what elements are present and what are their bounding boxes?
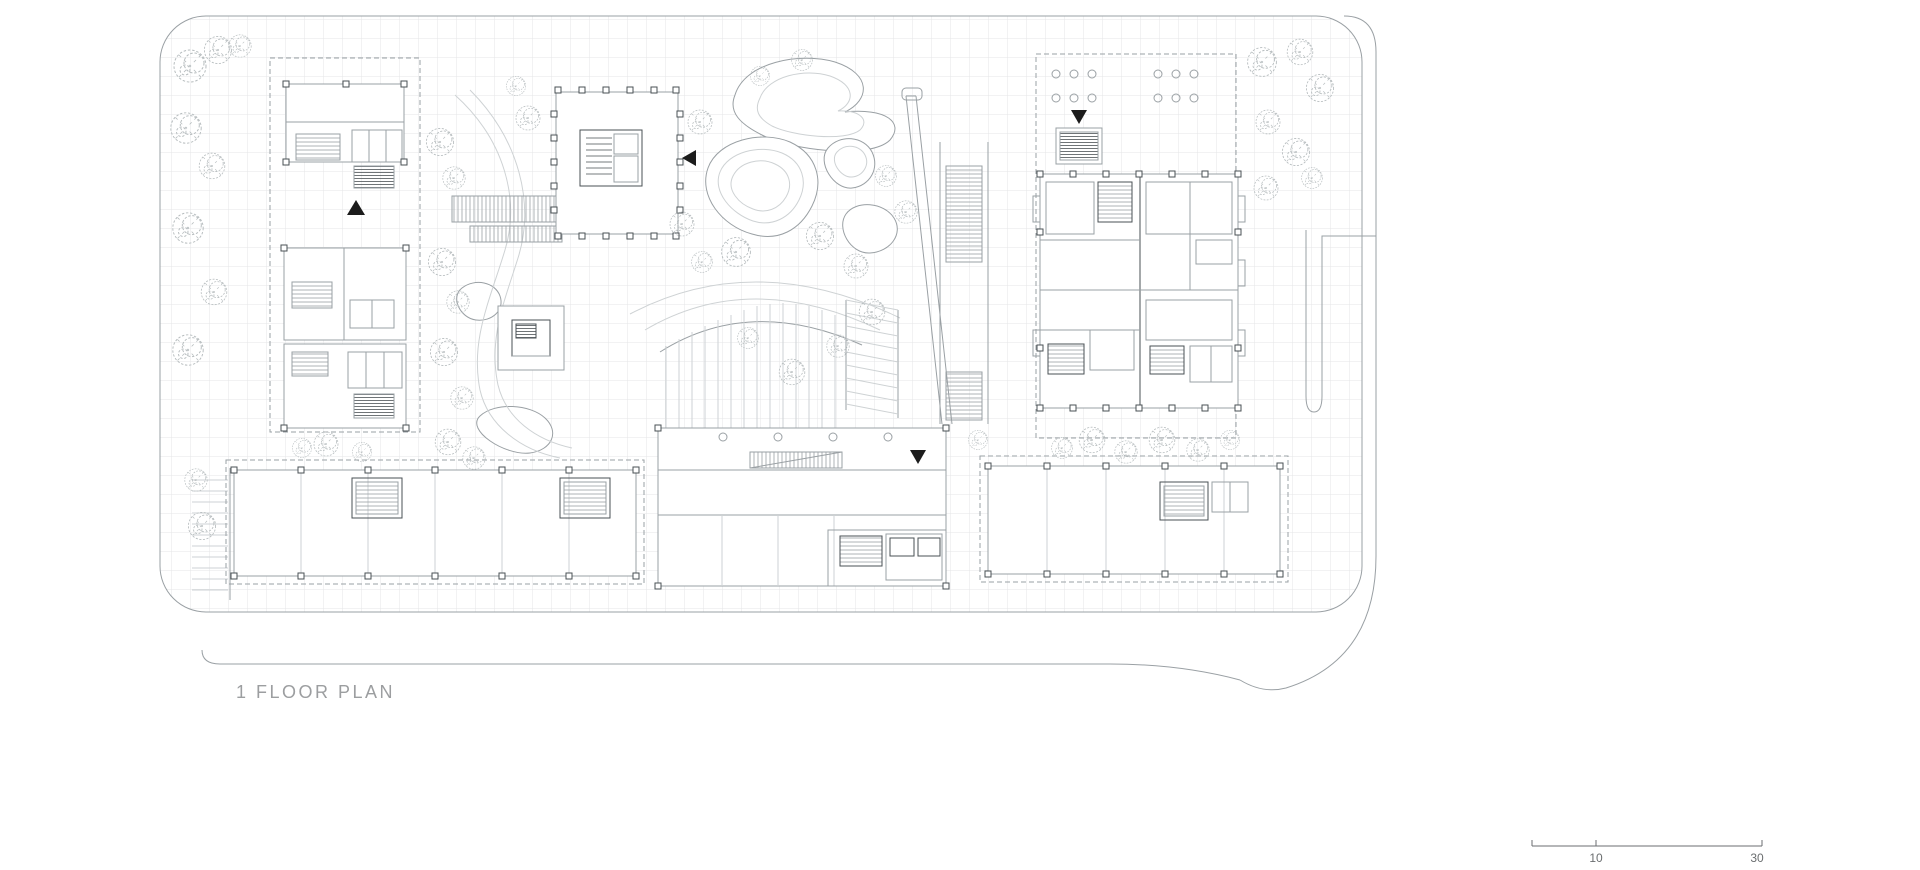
south-east-podium [979, 455, 1289, 583]
south-west-podium [225, 459, 645, 585]
scale-label-30: 30 [1750, 851, 1764, 865]
entrance-marker-icon [347, 200, 365, 215]
scale-label-10: 10 [1589, 851, 1603, 865]
entrance-markers [347, 110, 1087, 464]
east-colonnade-columns [1051, 69, 1199, 103]
drawing-title: 1 FLOOR PLAN [236, 682, 395, 702]
landscape-garden [451, 57, 989, 459]
entrance-marker-icon [910, 450, 926, 464]
west-building-block [269, 57, 421, 433]
south-center-building [654, 424, 950, 590]
entrance-marker-icon [1071, 110, 1087, 124]
east-building-block [1032, 53, 1246, 439]
central-ramp [901, 87, 989, 425]
center-tower [550, 86, 684, 240]
scale-bar: 10 30 [1531, 840, 1764, 865]
entrance-marker-icon [682, 150, 696, 166]
site-base [159, 15, 1377, 691]
